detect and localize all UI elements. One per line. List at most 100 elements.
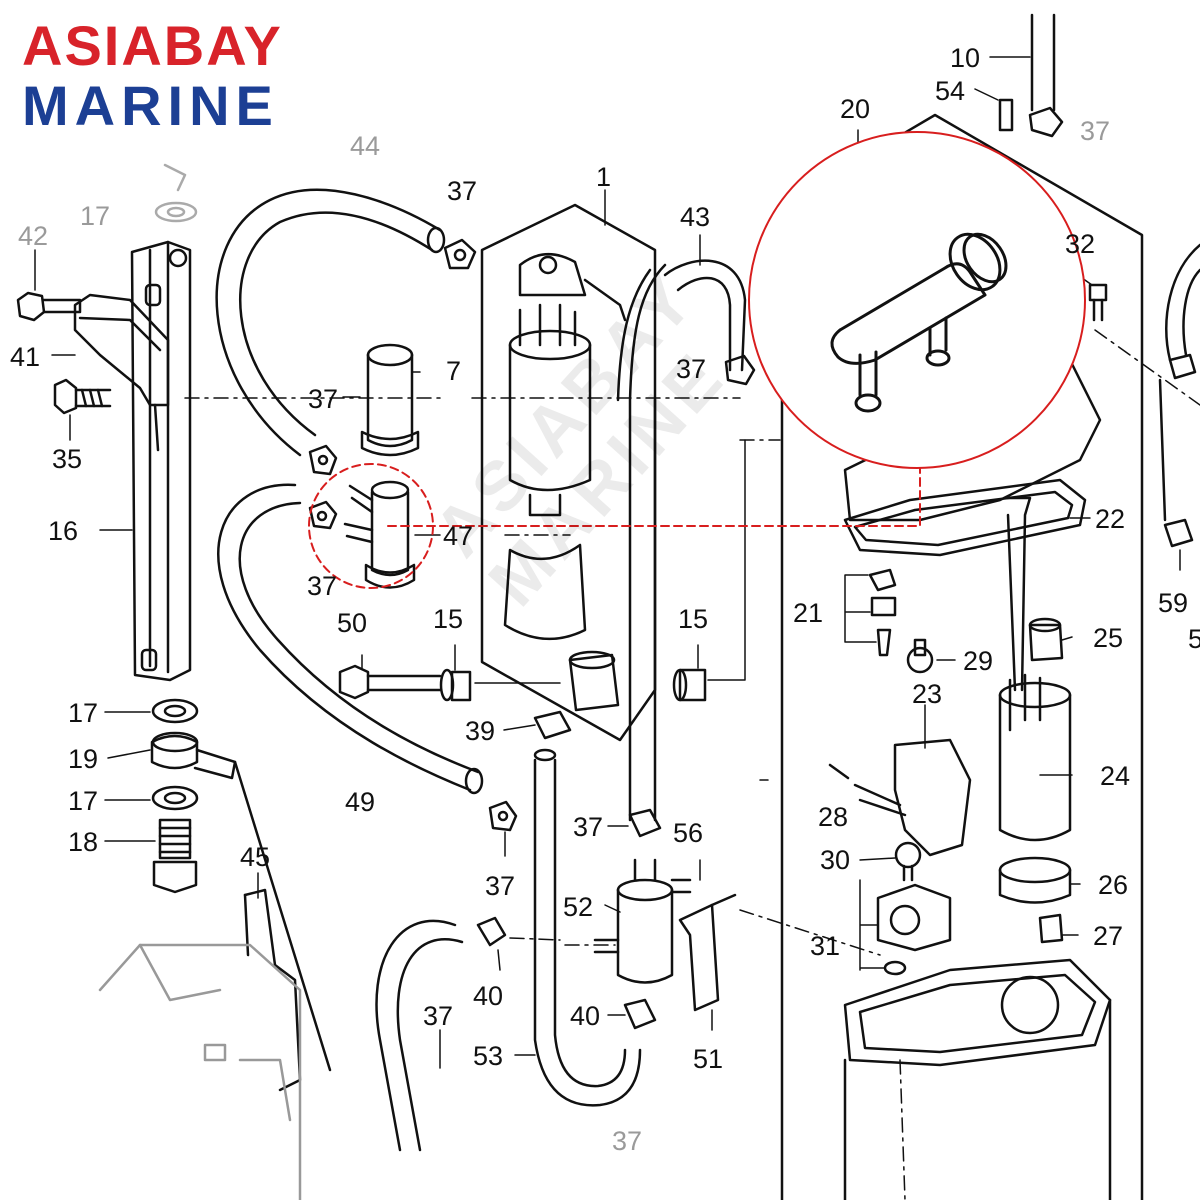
- filter-26: [998, 856, 1072, 904]
- grommet-25: [1028, 617, 1064, 662]
- washer-17-lower: [151, 785, 199, 811]
- label-part-17-lower: 17: [68, 786, 98, 816]
- dash-dot-lines: [184, 329, 1200, 1200]
- label-part-17-upper: 17: [68, 698, 98, 728]
- label-part-24: 24: [1100, 761, 1130, 791]
- brand-logo: ASIABAY MARINE: [22, 14, 362, 134]
- label-part-37-faded-bottom: 37: [612, 1126, 642, 1156]
- label-part-39: 39: [465, 716, 495, 746]
- bracket-41: [73, 293, 170, 452]
- label-part-30: 30: [820, 845, 850, 875]
- banjo-fitting-19: [150, 731, 332, 1072]
- fuel-pipe-right: [616, 263, 667, 822]
- label-part-45: 45: [240, 842, 270, 872]
- label-part-41: 41: [10, 342, 40, 372]
- label-part-37-faded-topright: 37: [1080, 116, 1110, 146]
- clip-37-hose43: [724, 354, 756, 386]
- pump-cushion: [568, 650, 620, 712]
- washer-17-faded: [154, 163, 198, 223]
- wire-harness: [1003, 496, 1032, 692]
- label-part-37-mid: 37: [308, 384, 338, 414]
- brand-name-line1: ASIABAY: [22, 14, 283, 77]
- clip-37-top: [443, 238, 477, 270]
- label-part-1: 1: [596, 162, 611, 192]
- grommet-27: [1038, 913, 1064, 944]
- label-part-25: 25: [1093, 623, 1123, 653]
- lower-housing: [843, 958, 1112, 1200]
- label-part-37-hose43: 37: [676, 354, 706, 384]
- clip-37-lower-mid: [628, 808, 662, 838]
- bolt-18: [152, 818, 198, 894]
- label-part-19: 19: [68, 744, 98, 774]
- label-part-22: 22: [1095, 504, 1125, 534]
- label-part-37-top: 37: [447, 176, 477, 206]
- sleeve-7: [360, 343, 420, 457]
- clip-39: [533, 710, 572, 740]
- fuel-pump-24: [998, 673, 1072, 842]
- hose-49: [217, 483, 484, 795]
- grommet-15-right: [672, 668, 707, 702]
- pin-28: [828, 763, 850, 780]
- fuel-pump-inner: [508, 303, 592, 517]
- clip-37-low: [308, 500, 338, 530]
- clip-40-left: [476, 916, 507, 947]
- fuel-rail-16: [130, 240, 192, 682]
- clip-37-mid: [308, 444, 338, 476]
- label-part-54: 54: [935, 76, 965, 106]
- screw-32: [1088, 283, 1108, 322]
- screw-30: [894, 841, 922, 882]
- washer-17-upper: [151, 698, 199, 724]
- label-part-18: 18: [68, 827, 98, 857]
- hose-44: [215, 188, 446, 457]
- label-part-42: 42: [18, 221, 48, 251]
- label-part-28: 28: [818, 802, 848, 832]
- screw-29: [906, 638, 934, 674]
- clip-37-hose49: [488, 800, 518, 832]
- label-part-32: 32: [1065, 229, 1095, 259]
- label-part-37-filter: 37: [573, 812, 603, 842]
- bolt-35: [53, 378, 112, 415]
- label-part-56: 56: [673, 818, 703, 848]
- label-part-16: 16: [48, 516, 78, 546]
- zoomed-fuel-joint-47: [830, 232, 1008, 413]
- label-part-44: 44: [350, 131, 380, 161]
- engine-block-faded: [98, 943, 302, 1200]
- grommet-15-left: [439, 668, 472, 702]
- label-part-49: 49: [345, 787, 375, 817]
- label-part-47: 47: [443, 521, 473, 551]
- label-part-53: 53: [473, 1041, 503, 1071]
- pressure-regulator: [518, 253, 627, 322]
- label-part-37-lower: 37: [423, 1001, 453, 1031]
- label-part-20: 20: [840, 94, 870, 124]
- label-part-35: 35: [52, 444, 82, 474]
- pump-strap: [503, 543, 587, 641]
- regulator-31: [876, 883, 952, 976]
- zoom-circle: [748, 131, 1086, 469]
- label-part-27: 27: [1093, 921, 1123, 951]
- label-part-50: 50: [337, 608, 367, 638]
- brand-name-line2: MARINE: [22, 74, 279, 137]
- highlight-connector-line: [387, 449, 921, 527]
- screw-54: [998, 98, 1014, 132]
- label-part-52: 52: [563, 892, 593, 922]
- hose-53: [533, 748, 642, 1107]
- hose-right-partial: [1158, 243, 1200, 548]
- clip-40-right: [623, 998, 657, 1030]
- hose-43: [663, 259, 747, 372]
- label-part-17-faded: 17: [80, 201, 110, 231]
- label-part-15-left: 15: [433, 604, 463, 634]
- label-part-37-low: 37: [307, 571, 337, 601]
- label-part-31: 31: [810, 931, 840, 961]
- label-part-23: 23: [912, 679, 942, 709]
- label-part-51: 51: [693, 1044, 723, 1074]
- label-part-59: 59: [1158, 588, 1188, 618]
- label-part-37-hose49: 37: [485, 871, 515, 901]
- label-part-43: 43: [680, 202, 710, 232]
- bolt-50: [338, 664, 442, 700]
- hose-lower-left: [375, 919, 464, 1152]
- label-part-10: 10: [950, 43, 980, 73]
- highlight-overlay: [308, 131, 1086, 589]
- hose-10: [1030, 13, 1056, 112]
- label-part-15-right: 15: [678, 604, 708, 634]
